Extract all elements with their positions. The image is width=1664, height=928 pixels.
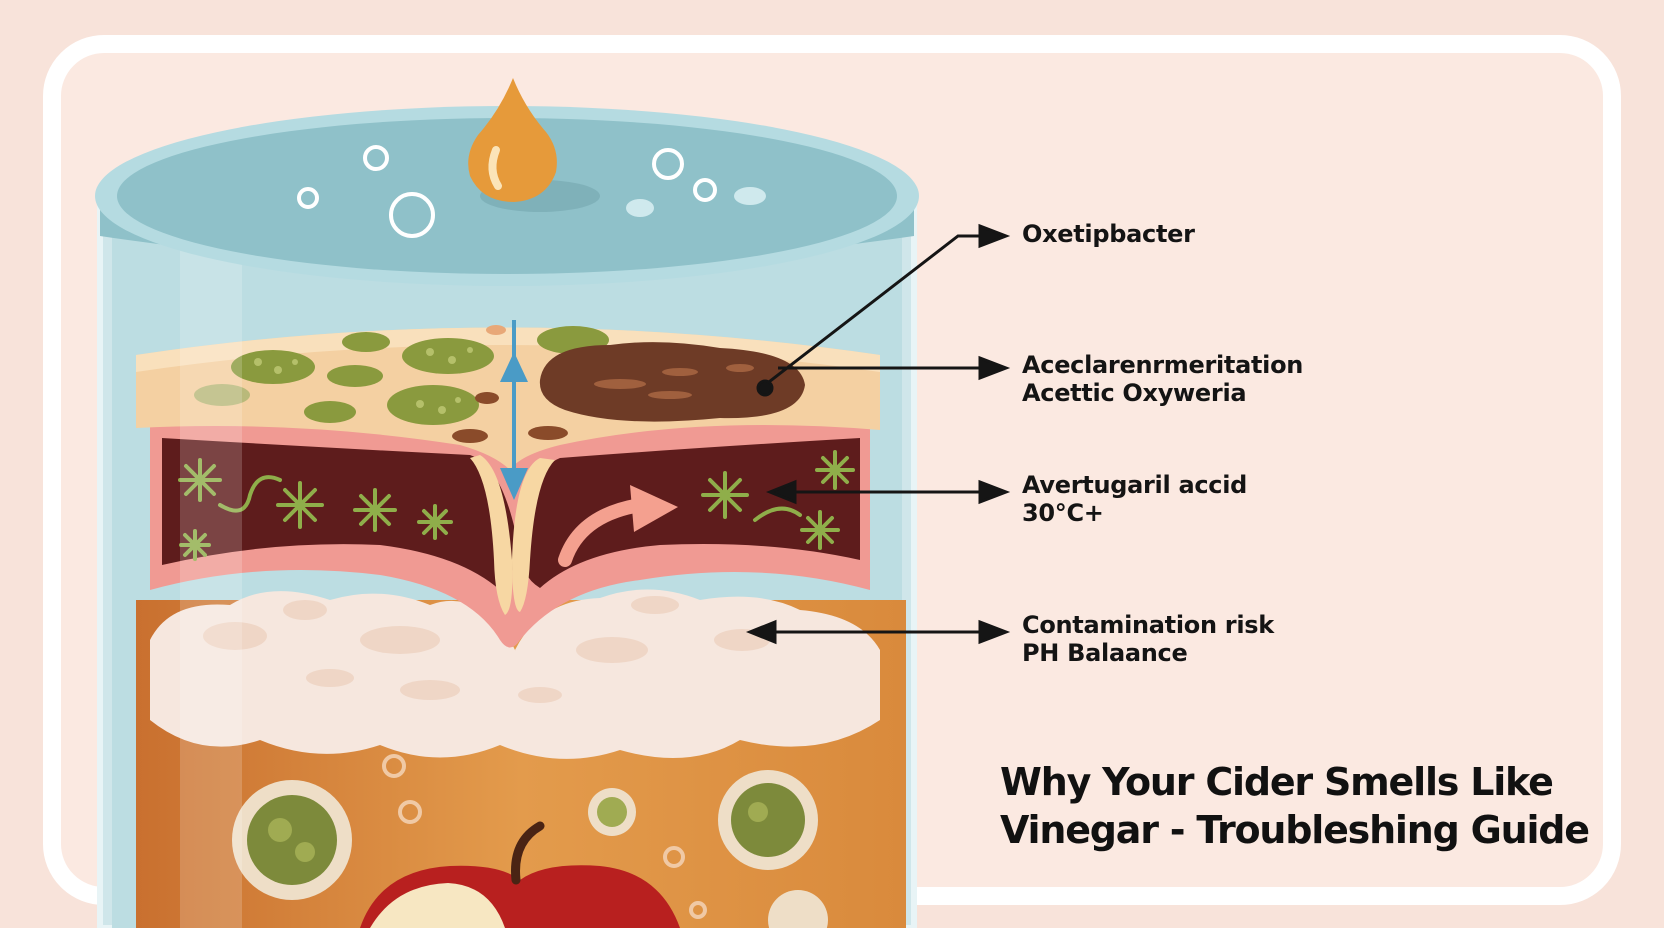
- label-2-line-1: Aceclarenrmeritation: [1022, 351, 1304, 379]
- dark-band: [162, 438, 516, 590]
- brown-film: [539, 342, 805, 422]
- label-3-line-1: Avertugaril accid: [1022, 471, 1248, 499]
- label-2-line-2: Acettic Oxyweria: [1022, 379, 1247, 407]
- label-3-line-2: 30°C+: [1022, 499, 1104, 527]
- label-4-line-2: PH Balaance: [1022, 639, 1188, 667]
- title-line-1: Why Your Cider Smells Like: [1000, 760, 1554, 804]
- label-4: Contamination risk PH Balaance: [1022, 611, 1274, 667]
- label-1: Oxetipbacter: [1022, 220, 1195, 248]
- title-line-2: Vinegar - Troubleshing Guide: [1000, 808, 1590, 852]
- label-3: Avertugaril accid 30°C+: [1022, 471, 1247, 527]
- bubble: [363, 145, 389, 171]
- curved-arrow-icon: [558, 498, 647, 567]
- up-down-arrow-icon: [500, 320, 528, 500]
- apple-icon: [360, 821, 680, 928]
- culture-spot: [231, 350, 315, 384]
- foam-layer: [150, 589, 880, 759]
- page-title: Why Your Cider Smells Like Vinegar - Tro…: [1000, 758, 1590, 854]
- droplet-icon: [468, 78, 557, 202]
- label-2: Aceclarenrmeritation Acettic Oxyweria: [1022, 351, 1303, 407]
- mold-colony: [232, 780, 352, 900]
- label-4-line-1: Contamination risk: [1022, 611, 1274, 639]
- pointer-line-1: [764, 234, 985, 387]
- label-1-line-1: Oxetipbacter: [1022, 220, 1195, 248]
